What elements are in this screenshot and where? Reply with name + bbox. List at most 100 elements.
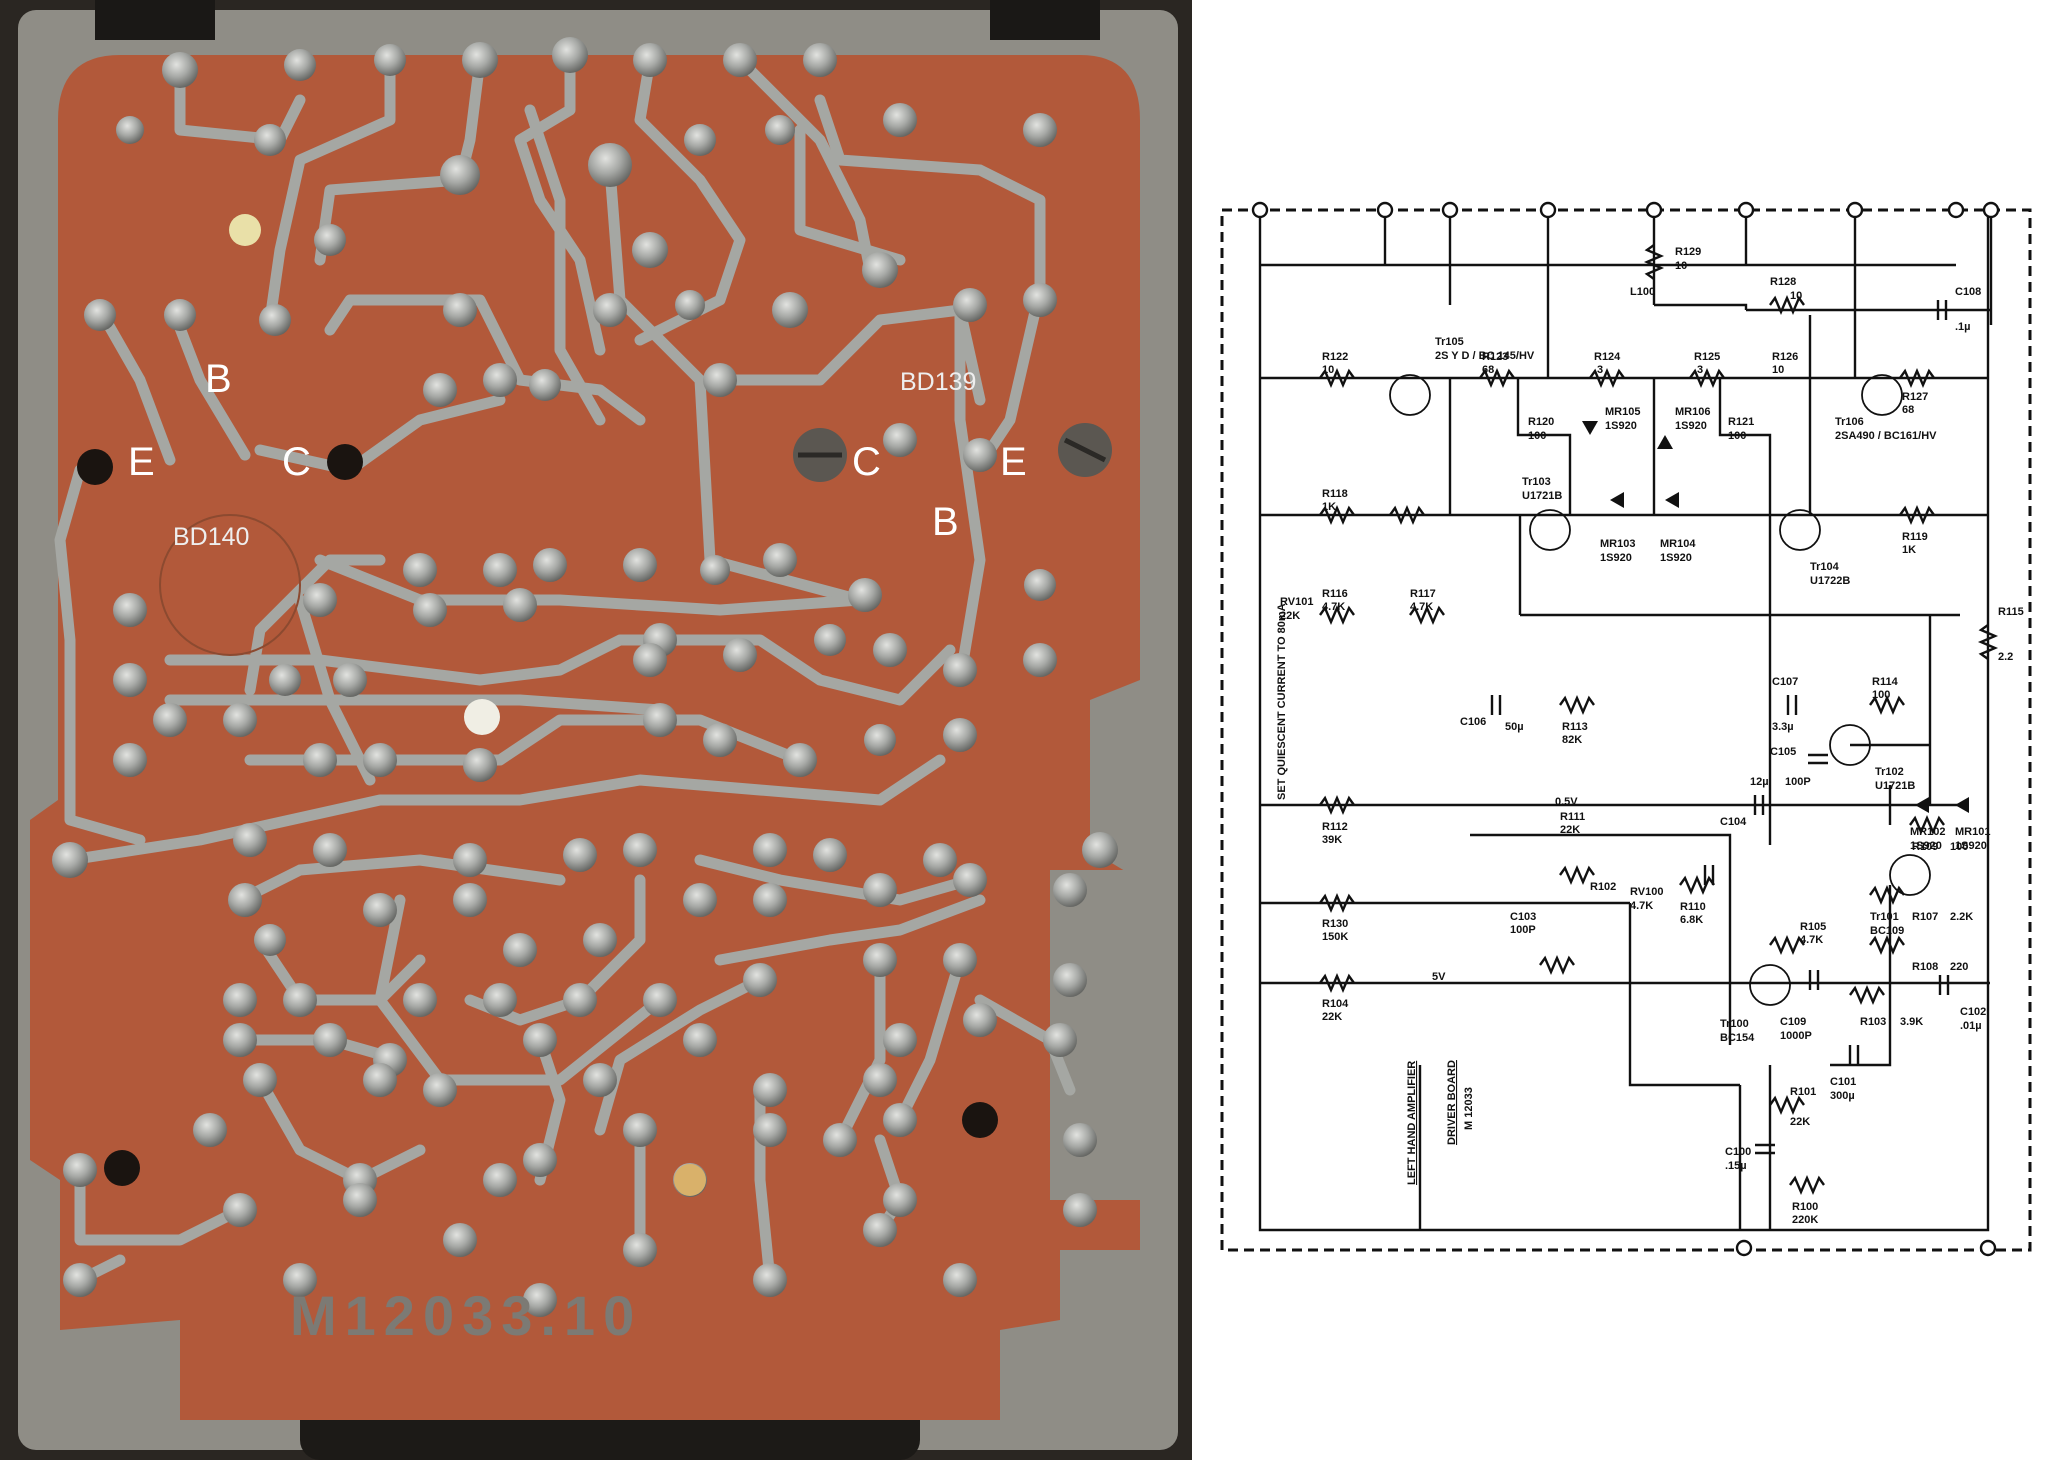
- label-tr103: Tr103: [1522, 476, 1551, 488]
- title-driver-board: DRIVER BOARD: [1446, 1060, 1458, 1145]
- label-r125: R125: [1694, 351, 1720, 363]
- label-c101: C101: [1830, 1076, 1856, 1088]
- value-tr106: 2SA490 / BC161/HV: [1835, 430, 1937, 442]
- value-r109: 100: [1950, 841, 1968, 853]
- label-right-c: C: [852, 440, 881, 484]
- label-r119: R119: [1902, 531, 1928, 543]
- label-rv101: RV101: [1280, 596, 1313, 608]
- label-r117: R117: [1410, 588, 1436, 600]
- value-r111: 22K: [1560, 824, 1580, 836]
- label-left-c: C: [282, 440, 311, 484]
- label-c102: C102: [1960, 1006, 1986, 1018]
- quiescent-note: SET QUIESCENT CURRENT TO 80mA: [1276, 603, 1288, 800]
- board-border: [1220, 208, 2032, 1252]
- value-r105: 4.7K: [1800, 934, 1823, 946]
- label-r127: R127: [1902, 391, 1928, 403]
- value-c105: 100P: [1785, 776, 1811, 788]
- value-mr101: 1S920: [1955, 840, 1987, 852]
- label-c107: C107: [1772, 676, 1798, 688]
- label-l100: L100: [1630, 286, 1655, 298]
- label-r103: R103: [1860, 1016, 1886, 1028]
- label-r118: R118: [1322, 488, 1348, 500]
- value-r125: .3: [1694, 364, 1703, 376]
- value-r107: 2.2K: [1950, 911, 1973, 923]
- label-r130: R130: [1322, 918, 1348, 930]
- value-tr100: BC154: [1720, 1032, 1755, 1044]
- frame-notch: [990, 0, 1100, 40]
- value-r130: 150K: [1322, 931, 1348, 943]
- label-r108: R108: [1912, 961, 1938, 973]
- pcb-substrate: [30, 55, 1140, 1420]
- value-c106: 50µ: [1505, 721, 1524, 733]
- label-tr105: Tr105: [1435, 336, 1464, 348]
- value-tr105: 2S Y D / BC 145/HV: [1435, 350, 1535, 362]
- value-r127: 68: [1902, 404, 1914, 416]
- label-r129: R129: [1675, 246, 1701, 258]
- label-mr103: MR103: [1600, 538, 1635, 550]
- pcb-photo: B E C BD140 BD139 C E B M12033.10: [0, 0, 1192, 1460]
- value-rv101: 22K: [1280, 610, 1300, 622]
- label-r109: R109: [1912, 841, 1938, 853]
- label-tr100: Tr100: [1720, 1018, 1749, 1030]
- title-left-hand-amplifier: LEFT HAND AMPLIFIER: [1406, 1061, 1418, 1185]
- capacitors: [1490, 300, 1950, 1155]
- value-r101: 22K: [1790, 1116, 1810, 1128]
- label-r107: R107: [1912, 911, 1938, 923]
- value-mr102: 1S920: [1910, 840, 1942, 852]
- label-r116: R116: [1322, 588, 1348, 600]
- label-r100: R100: [1792, 1201, 1818, 1213]
- label-mr104: MR104: [1660, 538, 1696, 550]
- value-c107: 3.3µ: [1772, 721, 1794, 733]
- value-mr104: 1S920: [1660, 552, 1692, 564]
- value-c100: .15µ: [1725, 1160, 1747, 1172]
- label-mr101: MR101: [1955, 826, 1990, 838]
- value-r113: 82K: [1562, 734, 1582, 746]
- value-r104: 22K: [1322, 1011, 1342, 1023]
- mounting-holes: [77, 214, 998, 1196]
- value-mr105: 1S920: [1605, 420, 1637, 432]
- label-r124: R124: [1594, 351, 1621, 363]
- label-mr106: MR106: [1675, 406, 1710, 418]
- value-r116: 4.7K: [1322, 601, 1345, 613]
- label-c108: C108: [1955, 286, 1981, 298]
- value-c102: .01µ: [1960, 1020, 1982, 1032]
- label-r115: R115: [1998, 606, 2024, 618]
- label-bd139: BD139: [900, 368, 976, 396]
- value-r117: 4.7K: [1410, 601, 1433, 613]
- diodes: [1582, 421, 1969, 813]
- value-r119: 1K: [1902, 544, 1916, 556]
- value-c103: 100P: [1510, 924, 1536, 936]
- label-right-e: E: [1000, 440, 1027, 484]
- value-r126: 10: [1772, 364, 1784, 376]
- frame-notch: [95, 0, 215, 40]
- value-r128: 10: [1790, 290, 1802, 302]
- label-r101: R101: [1790, 1086, 1816, 1098]
- label-r120: R120: [1528, 416, 1554, 428]
- value-tr103: U1721B: [1522, 490, 1562, 502]
- label-r128: R128: [1770, 276, 1796, 288]
- label-rv100: RV100: [1630, 886, 1663, 898]
- schematic-wires: [1258, 217, 1993, 1232]
- annotation-0-5v: 0.5V: [1555, 796, 1578, 808]
- label-left-b: B: [205, 357, 232, 401]
- title-board-number: M 12033: [1463, 1087, 1475, 1130]
- value-r122: 10: [1322, 364, 1334, 376]
- label-tr104: Tr104: [1810, 561, 1840, 573]
- label-r114: R114: [1872, 676, 1899, 688]
- label-r122: R122: [1322, 351, 1348, 363]
- value-rv100: 4.7K: [1630, 900, 1653, 912]
- transistors: [1389, 374, 1931, 1006]
- value-r112: 39K: [1322, 834, 1342, 846]
- label-c100: C100: [1725, 1146, 1751, 1158]
- value-tr101: BC109: [1870, 925, 1904, 937]
- bd140-outline: [159, 514, 301, 656]
- label-r112: R112: [1322, 821, 1348, 833]
- label-mr102: MR102: [1910, 826, 1945, 838]
- screw-heads: [793, 423, 1112, 482]
- label-c106: C106: [1460, 716, 1486, 728]
- solder-joints: [52, 37, 1118, 1317]
- label-tr102: Tr102: [1875, 766, 1904, 778]
- label-right-b: B: [932, 500, 959, 544]
- value-r124: .3: [1594, 364, 1603, 376]
- value-mr106: 1S920: [1675, 420, 1707, 432]
